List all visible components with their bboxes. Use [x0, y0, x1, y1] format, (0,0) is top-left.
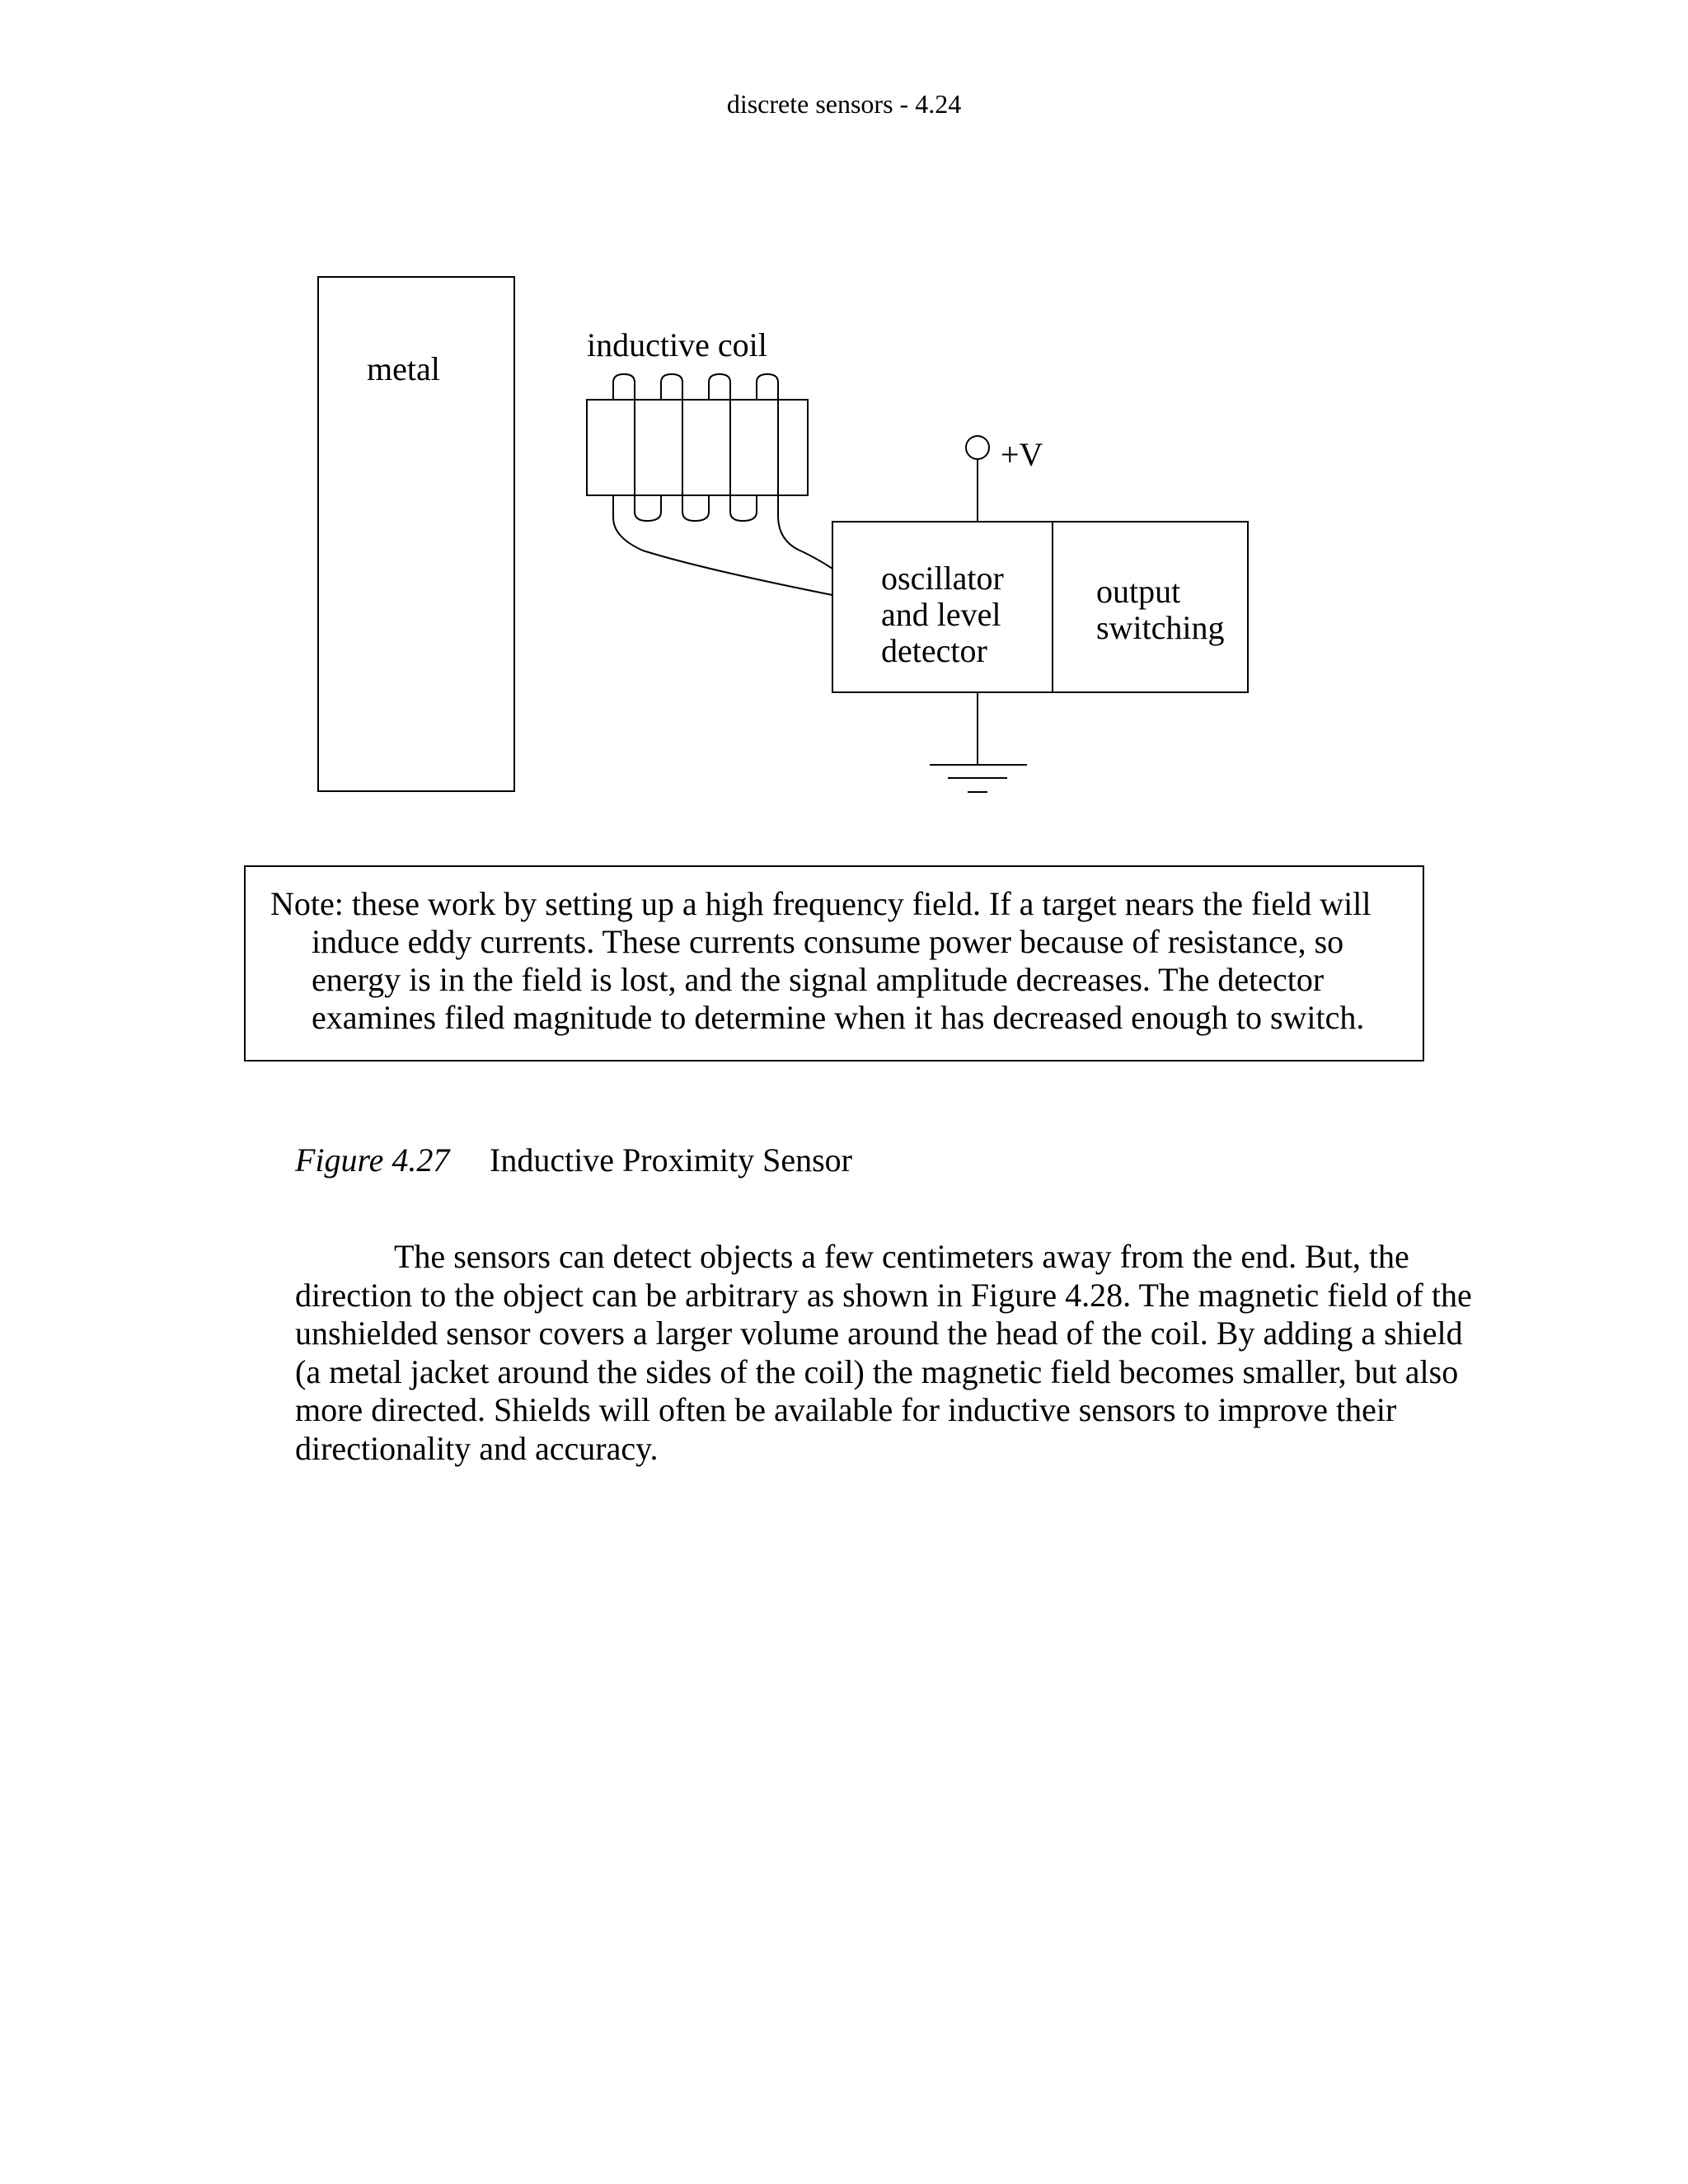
electronics-block	[832, 521, 1249, 693]
note-box: Note: these work by setting up a high fr…	[244, 865, 1424, 1062]
figure-number: Figure 4.27	[295, 1141, 450, 1179]
figure-title: Inductive Proximity Sensor	[490, 1141, 852, 1179]
output-line-1: output	[1096, 573, 1180, 610]
note-text: Note: these work by setting up a high fr…	[270, 885, 1372, 1036]
supply-terminal	[965, 435, 990, 460]
figure-caption: Figure 4.27 Inductive Proximity Sensor	[295, 1141, 852, 1179]
coil-core	[586, 399, 809, 496]
coil-leads	[612, 495, 833, 596]
page-header: discrete sensors - 4.24	[726, 89, 962, 119]
output-line-2: switching	[1096, 609, 1225, 646]
metal-label: metal	[367, 350, 440, 387]
inductive-sensor-diagram: metal inductive coil +V oscillator and l…	[317, 276, 1249, 793]
coil-label: inductive coil	[587, 326, 767, 363]
body-paragraph: The sensors can detect objects a few cen…	[295, 1238, 1472, 1467]
supply-label: +V	[1001, 436, 1043, 473]
ground-symbol	[930, 692, 1027, 793]
oscillator-line-2: and level	[881, 596, 1001, 633]
metal-block	[317, 276, 515, 792]
coil-windings	[612, 373, 779, 523]
oscillator-label: oscillator and level detector	[881, 560, 1012, 669]
oscillator-line-1: oscillator	[881, 560, 1004, 597]
output-label: output switching	[1096, 573, 1225, 646]
oscillator-line-3: detector	[881, 632, 987, 669]
